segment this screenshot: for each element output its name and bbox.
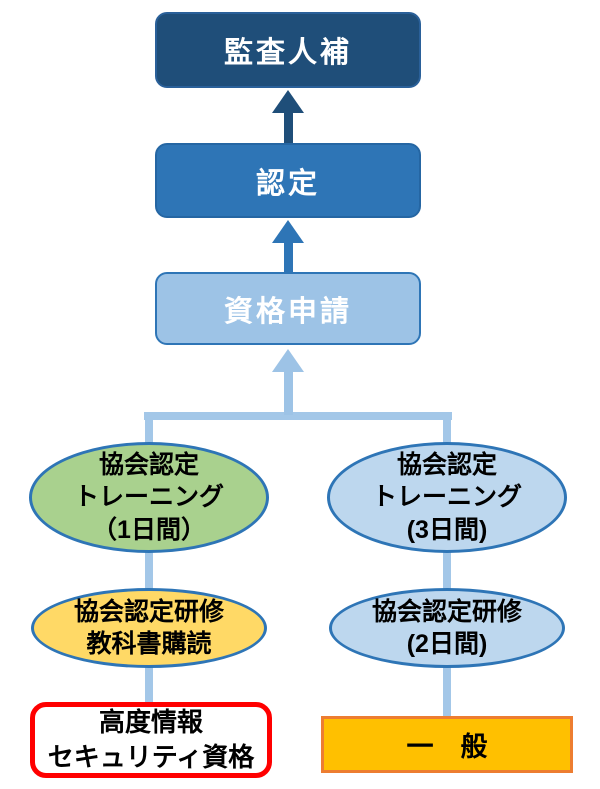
node-seminar-2days-line: (2日間) [406, 630, 488, 658]
arrow-stem [283, 372, 293, 415]
branch-connector-horizontal [144, 412, 452, 420]
arrow-stem [283, 243, 293, 272]
arrow-head-icon [272, 90, 304, 113]
node-training-1day-line: トレーニング [73, 483, 224, 512]
arrow-stem [283, 113, 293, 143]
node-seminar-2days: 協会認定研修 (2日間) [329, 588, 565, 668]
node-training-1day-line: （1日間） [92, 515, 206, 544]
node-training-1day-line: 協会認定 [98, 450, 199, 479]
node-training-1day: 協会認定 トレーニング （1日間） [29, 442, 269, 553]
up-arrow-to-auditor [271, 90, 305, 143]
arrow-head-icon [272, 349, 304, 372]
node-qualification-application-label: 資格申請 [223, 295, 352, 328]
node-qualification-application: 資格申請 [155, 272, 421, 345]
node-certification-label: 認定 [255, 167, 320, 200]
up-arrow-to-application [271, 349, 305, 415]
node-training-3days-line: 協会認定 [396, 450, 497, 479]
node-assistant-auditor-label: 監査人補 [223, 37, 352, 69]
node-advanced-security-qualification: 高度情報 セキュリティ資格 [30, 702, 272, 778]
node-training-3days-line: (3日間) [406, 515, 488, 544]
node-assistant-auditor: 監査人補 [155, 12, 421, 88]
node-seminar-textbook: 協会認定研修 教科書購読 [31, 588, 267, 668]
node-certification: 認定 [155, 143, 421, 218]
arrow-head-icon [272, 220, 304, 243]
node-advanced-security-line: セキュリティ資格 [47, 742, 255, 772]
node-seminar-textbook-line: 協会認定研修 [73, 597, 224, 626]
node-general-label: 一 般 [406, 732, 488, 762]
branch-connector-left [145, 412, 153, 706]
node-advanced-security-line: 高度情報 [98, 706, 203, 737]
branch-connector-right [443, 412, 451, 717]
node-training-3days-line: トレーニング [371, 483, 522, 512]
up-arrow-to-certification [271, 220, 305, 272]
node-seminar-textbook-line: 教科書購読 [86, 630, 212, 658]
node-general: 一 般 [321, 716, 573, 773]
node-training-3days: 協会認定 トレーニング (3日間) [327, 442, 567, 553]
node-seminar-2days-line: 協会認定研修 [371, 597, 522, 626]
